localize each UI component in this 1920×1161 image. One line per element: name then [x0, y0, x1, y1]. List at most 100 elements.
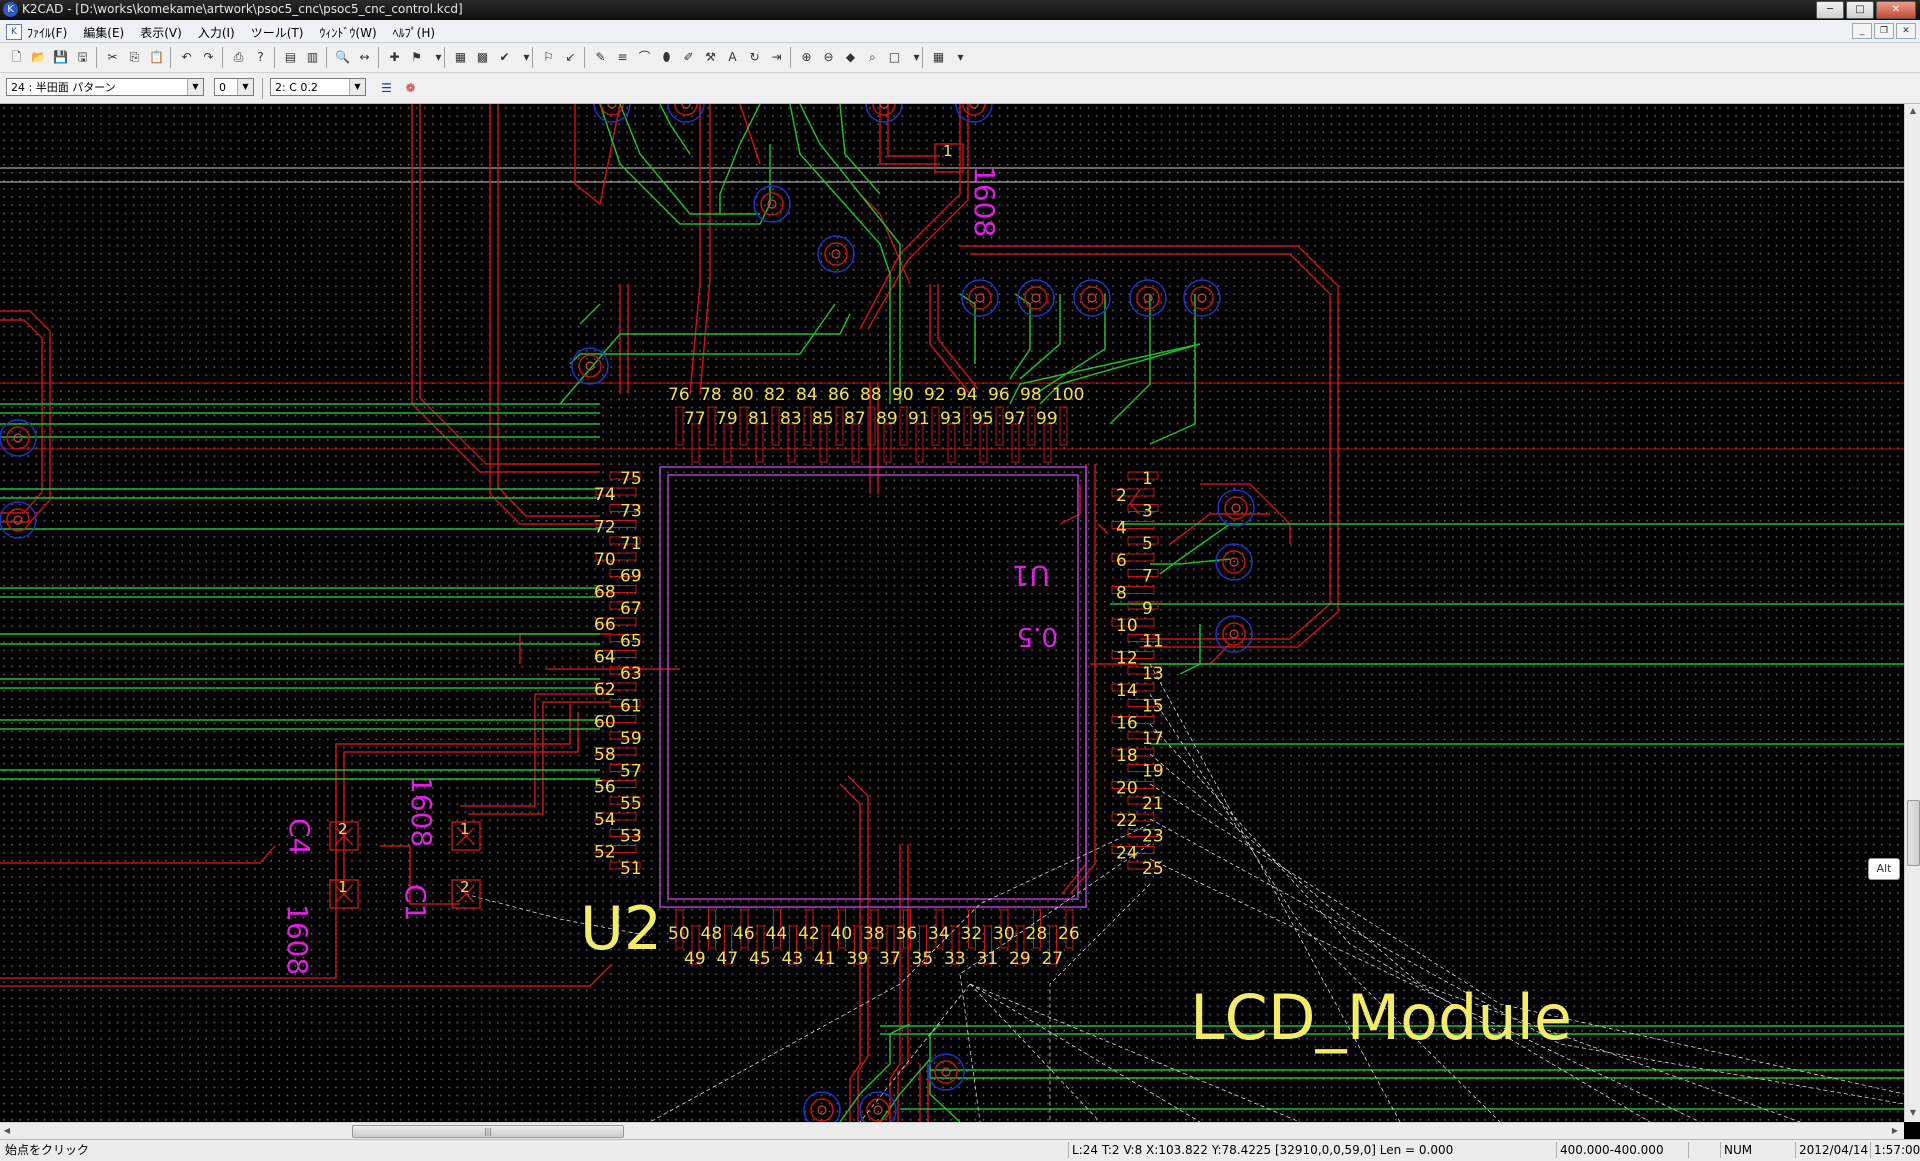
via-pad — [1222, 550, 1246, 574]
cut-icon[interactable]: ✂ — [107, 50, 118, 64]
vertical-scroll-thumb[interactable] — [1907, 800, 1920, 866]
zoom-icon[interactable]: ⌕ — [869, 50, 876, 64]
dropdown-icon[interactable]: ▾ — [435, 50, 442, 64]
k2cad-logo-icon[interactable]: K — [3, 2, 18, 17]
pin-icon[interactable]: ⚐ — [543, 50, 554, 64]
extend-icon[interactable]: ⇥ — [771, 50, 782, 64]
route-icon[interactable]: ⌒ — [638, 50, 651, 64]
pin-label: 29 — [1009, 949, 1031, 969]
scroll-down-icon[interactable]: ▼ — [1909, 1108, 1917, 1117]
dropdown-icon[interactable]: ▾ — [523, 50, 530, 64]
via-pad — [962, 104, 986, 116]
chevron-down-icon[interactable]: ▼ — [237, 79, 253, 95]
horizontal-scrollbar[interactable]: ◀ ||| ▶ — [0, 1122, 1904, 1139]
via-ring — [571, 347, 609, 385]
mdi-close-button[interactable]: ✕ — [1896, 23, 1916, 39]
pin-label: 9 — [1142, 599, 1153, 619]
grid-setting-icon[interactable]: ▦ — [932, 50, 945, 64]
measure-icon[interactable]: ↔ — [359, 50, 370, 64]
zoom-in-icon[interactable]: ⊕ — [801, 50, 812, 64]
find-icon[interactable]: 🔍 — [335, 50, 350, 64]
mdi-restore-button[interactable]: ❐ — [1874, 23, 1894, 39]
menu-item-4[interactable]: ツール(T) — [250, 26, 304, 40]
pin-label: 82 — [764, 385, 786, 405]
layer-up-icon[interactable]: ▤ — [284, 50, 297, 64]
new-file-icon[interactable]: 🗋 — [11, 50, 22, 64]
pin-pad — [595, 617, 637, 626]
guide-lines — [0, 167, 1904, 450]
close-button[interactable]: ✕ — [1876, 1, 1916, 19]
layer-down-icon[interactable]: ▥ — [306, 50, 319, 64]
pin-pad — [951, 925, 960, 965]
pin-label: 26 — [1058, 924, 1080, 944]
color-palette-icon[interactable]: ❁ — [405, 81, 416, 95]
chevron-down-icon[interactable]: ▼ — [349, 79, 365, 95]
pin-label: 74 — [594, 485, 616, 505]
stamp-icon[interactable]: ⚒ — [705, 50, 716, 64]
via-icon[interactable]: ⬮ — [662, 50, 671, 64]
zoom-out-icon[interactable]: ⊖ — [823, 50, 834, 64]
pin-label: 73 — [620, 502, 642, 522]
mirror-icon[interactable]: ◆ — [845, 50, 856, 64]
add-component-icon[interactable]: ✚ — [389, 50, 400, 64]
layer-icon[interactable]: ≡ — [617, 50, 628, 64]
pin-label: 90 — [892, 385, 914, 405]
pin-label: 7 — [1142, 567, 1153, 587]
mdi-minimize-button[interactable]: _ — [1852, 23, 1872, 39]
alt-key-badge: Alt — [1868, 858, 1900, 880]
pin-label: 48 — [701, 924, 723, 944]
check-icon[interactable]: ✔ — [499, 50, 510, 64]
pin-label: 32 — [961, 924, 983, 944]
horizontal-scroll-thumb[interactable]: ||| — [352, 1125, 624, 1138]
print-icon[interactable]: ⎙ — [233, 50, 244, 64]
chevron-down-icon[interactable]: ▼ — [187, 79, 203, 95]
undo-icon[interactable]: ↶ — [181, 50, 192, 64]
menu-item-2[interactable]: 表示(V) — [140, 26, 182, 40]
arc-icon[interactable]: ↻ — [749, 50, 760, 64]
layer-select[interactable]: 24 : 半田面 パターン ▼ — [6, 78, 204, 96]
rect-icon[interactable]: □ — [888, 50, 901, 64]
menu-item-3[interactable]: 入力(I) — [197, 26, 235, 40]
snap-select[interactable]: 0 ▼ — [214, 78, 254, 96]
copy-icon[interactable]: ⎘ — [129, 50, 140, 64]
document-icon[interactable]: K — [6, 24, 22, 40]
pin-label: 76 — [668, 385, 690, 405]
redo-icon[interactable]: ↷ — [203, 50, 214, 64]
toolbar-separator — [790, 47, 791, 68]
pen-icon[interactable]: ✎ — [595, 50, 606, 64]
paint-icon[interactable]: ✐ — [683, 50, 694, 64]
dropdown-icon[interactable]: ▾ — [957, 50, 964, 64]
arrow-icon[interactable]: ↙ — [565, 50, 576, 64]
pin-label: 65 — [620, 632, 642, 652]
pin-pad — [1127, 504, 1159, 512]
scroll-up-icon[interactable]: ▲ — [1909, 106, 1917, 115]
minimize-button[interactable]: ─ — [1816, 1, 1844, 19]
menu-item-0[interactable]: ﾌｧｲﾙ(F) — [27, 26, 68, 40]
help-icon[interactable]: ? — [257, 50, 264, 64]
scroll-left-icon[interactable]: ◀ — [3, 1126, 11, 1135]
menu-item-5[interactable]: ｳｨﾝﾄﾞｳ(W) — [319, 26, 377, 40]
pin-pad — [609, 504, 641, 512]
save-icon[interactable]: 💾 — [53, 50, 68, 64]
table-icon[interactable]: ▩ — [476, 50, 489, 64]
menu-item-6[interactable]: ﾍﾙﾌﾟ(H) — [392, 26, 436, 40]
save-all-icon[interactable]: 🖫 — [77, 50, 88, 64]
grid-icon[interactable]: ▦ — [454, 50, 467, 64]
flag-icon[interactable]: ⚑ — [411, 50, 422, 64]
pin-label: 41 — [814, 949, 836, 969]
open-folder-icon[interactable]: 📂 — [31, 50, 46, 64]
pin-label: 4 — [1116, 519, 1127, 539]
text-icon[interactable]: A — [728, 50, 737, 64]
paste-icon[interactable]: 📋 — [149, 50, 164, 64]
vertical-scrollbar[interactable]: ▲ ▼ — [1904, 104, 1920, 1122]
layer-stack-icon[interactable]: ☰ — [381, 81, 392, 95]
maximize-button[interactable]: □ — [1846, 1, 1874, 19]
line-width-select[interactable]: 2: C 0.2 ▼ — [270, 78, 366, 96]
scroll-right-icon[interactable]: ▶ — [1891, 1126, 1899, 1135]
dropdown-icon[interactable]: ▾ — [913, 50, 920, 64]
pin-pad — [724, 925, 732, 965]
menu-item-1[interactable]: 編集(E) — [83, 26, 125, 40]
c4-pad-1 — [329, 879, 359, 909]
